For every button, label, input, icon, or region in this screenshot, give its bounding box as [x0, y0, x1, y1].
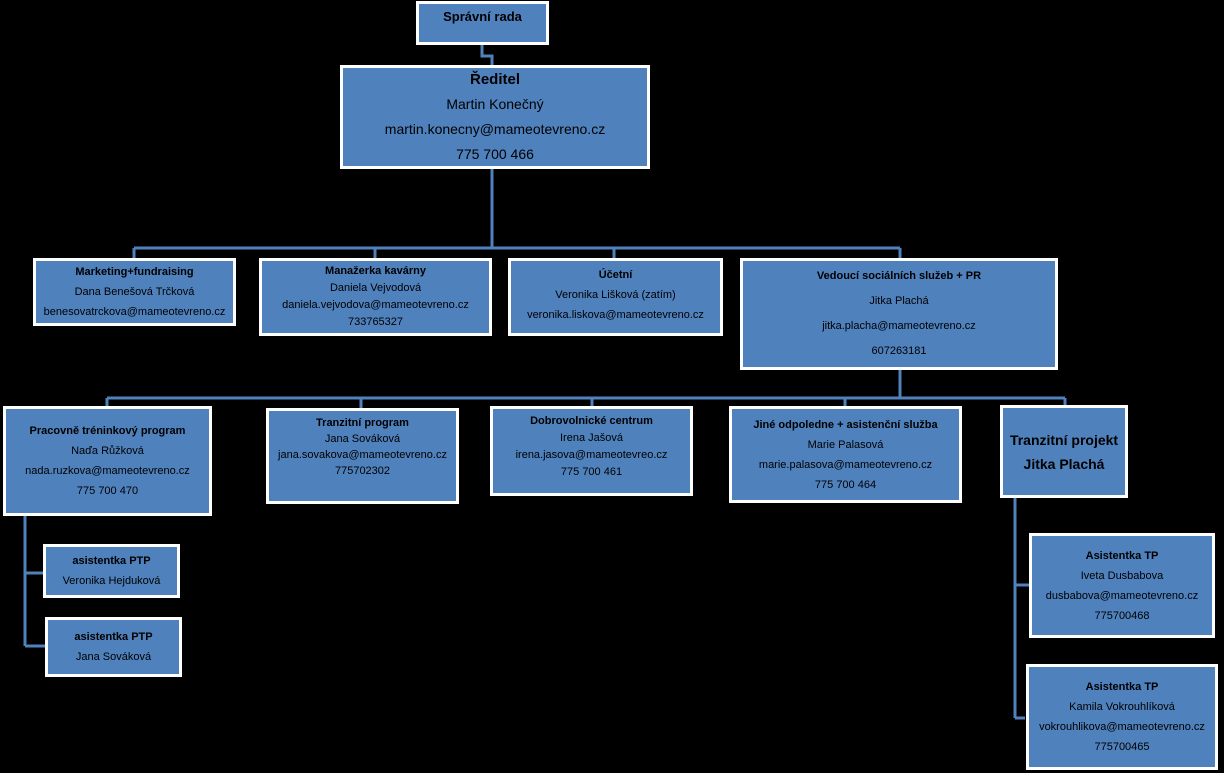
tp-assistant-phone: 775700468: [1094, 609, 1150, 622]
ptp-assistant-title: asistentka PTP: [72, 555, 151, 567]
tp-assistant-email: vokrouhlikova@mameotevreno.cz: [1039, 721, 1205, 733]
cafe-manager-box: Manažerka kavárny Daniela Vejvodová dani…: [259, 258, 492, 336]
afternoon-service-box: Jiné odpoledne + asistenční služba Marie…: [729, 406, 962, 503]
marketing-email: benesovatrckova@mameotevreno.cz: [43, 306, 226, 318]
transit-program-name: Jana Sováková: [324, 433, 401, 445]
transit-program-box: Tranzitní program Jana Sováková jana.sov…: [266, 408, 459, 504]
accounting-name: Veronika Lišková (zatím): [555, 289, 676, 301]
tp-assistant-box: Asistentka TP Iveta Dusbabova dusbabova@…: [1029, 533, 1215, 638]
marketing-title: Marketing+fundraising: [75, 266, 194, 278]
transit-project-box: Tranzitní projekt Jitka Plachá: [1000, 405, 1128, 498]
accounting-box: Účetní Veronika Lišková (zatím) veronika…: [508, 258, 723, 336]
social-services-title: Vedoucí sociálních služeb + PR: [816, 270, 982, 282]
ptp-assistant-name: Jana Sováková: [75, 651, 152, 663]
volunteer-center-email: irena.jasova@mameotevreo.cz: [515, 449, 668, 461]
transit-program-title: Tranzitní program: [316, 417, 409, 429]
director-title: Ředitel: [469, 71, 520, 88]
board-box: Správní rada: [416, 1, 549, 45]
transit-program-email: jana.sovakova@mameotevreno.cz: [278, 449, 447, 461]
social-services-phone: 607263181: [871, 345, 927, 357]
volunteer-center-phone: 775 700 461: [560, 466, 623, 478]
director-email: martin.konecny@mameotevreno.cz: [384, 121, 606, 137]
tp-assistant-title: Asistentka TP: [1085, 549, 1159, 562]
ptp-program-box: Pracovně tréninkový program Naďa Růžková…: [3, 406, 212, 516]
social-services-email: jitka.placha@mameotevreno.cz: [822, 320, 976, 332]
director-box: Ředitel Martin Konečný martin.konecny@ma…: [340, 65, 650, 169]
tp-assistant-name: Iveta Dusbabova: [1080, 569, 1164, 582]
afternoon-service-phone: 775 700 464: [814, 478, 877, 491]
social-services-box: Vedoucí sociálních služeb + PR Jitka Pla…: [740, 258, 1058, 370]
volunteer-center-title: Dobrovolnické centrum: [530, 415, 653, 427]
cafe-manager-phone: 733765327: [347, 316, 404, 328]
ptp-program-title: Pracovně tréninkový program: [29, 425, 186, 437]
afternoon-service-title: Jiné odpoledne + asistenční služba: [753, 418, 938, 431]
ptp-assistant-name: Veronika Hejduková: [62, 575, 161, 587]
accounting-title: Účetní: [598, 269, 633, 281]
director-phone: 775 700 466: [456, 146, 534, 162]
volunteer-center-name: Irena Jašová: [560, 432, 623, 444]
marketing-name: Dana Benešová Trčková: [74, 286, 195, 298]
tp-assistant-name: Kamila Vokrouhlíková: [1069, 701, 1175, 713]
accounting-email: veronika.liskova@mameotevreno.cz: [527, 309, 704, 321]
cafe-manager-email: daniela.vejvodova@mameotevreno.cz: [282, 299, 469, 311]
connector-ptp-assistants: [23, 514, 45, 648]
transit-project-title: Tranzitní projekt: [1009, 431, 1119, 448]
transit-program-phone: 775702302: [334, 465, 391, 477]
marketing-box: Marketing+fundraising Dana Benešová Trčk…: [33, 258, 236, 326]
tp-assistant-email: dusbabova@mameotevreno.cz: [1045, 589, 1199, 602]
ptp-assistant-box: asistentka PTP Jana Sováková: [45, 617, 182, 677]
ptp-program-phone: 775 700 470: [76, 485, 139, 497]
social-services-name: Jitka Plachá: [869, 295, 929, 307]
transit-project-name: Jitka Plachá: [1023, 455, 1105, 472]
tp-assistant-title: Asistentka TP: [1085, 681, 1159, 693]
ptp-assistant-box: asistentka PTP Veronika Hejduková: [43, 544, 180, 598]
volunteer-center-box: Dobrovolnické centrum Irena Jašová irena…: [490, 406, 693, 496]
cafe-manager-title: Manažerka kavárny: [325, 265, 426, 277]
ptp-program-email: nada.ruzkova@mameotevreno.cz: [25, 465, 190, 477]
board-title: Správní rada: [443, 9, 522, 24]
afternoon-service-email: marie.palasova@mameotevreno.cz: [758, 458, 933, 471]
connector-board-director: [480, 44, 494, 66]
connector-tp-assistants: [1013, 497, 1031, 720]
afternoon-service-name: Marie Palasová: [807, 438, 884, 451]
ptp-assistant-title: asistentka PTP: [74, 631, 153, 643]
tp-assistant-phone: 775700465: [1094, 741, 1150, 753]
director-name: Martin Konečný: [446, 96, 544, 112]
cafe-manager-name: Daniela Vejvodová: [329, 282, 422, 294]
tp-assistant-box: Asistentka TP Kamila Vokrouhlíková vokro…: [1026, 664, 1218, 770]
ptp-program-name: Naďa Růžková: [71, 445, 144, 457]
